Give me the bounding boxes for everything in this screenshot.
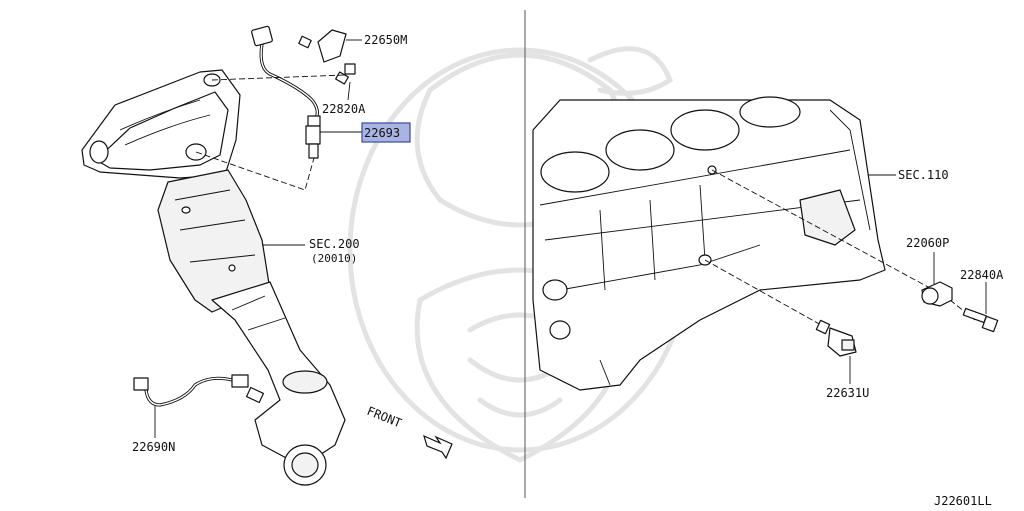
diagram-code: J22601LL (934, 494, 992, 508)
guide-line (949, 299, 976, 321)
label-22650m[interactable]: 22650M (364, 33, 407, 47)
exhaust-pipe (211, 281, 346, 486)
label-22820a[interactable]: 22820A (322, 102, 366, 116)
engine-block (532, 96, 886, 391)
leader-22820a (347, 81, 351, 101)
knock-sensor-22060p (921, 281, 953, 307)
label-22631u[interactable]: 22631U (826, 386, 869, 400)
bolt-22820a (335, 63, 356, 85)
bracket-22650m (298, 29, 347, 63)
front-arrow-icon (423, 434, 453, 460)
label-sec110[interactable]: SEC.110 (898, 168, 949, 182)
temperature-sensor-22631u (815, 319, 857, 357)
highlight-22693[interactable] (361, 122, 411, 143)
label-22693[interactable]: 22693 (364, 126, 400, 140)
guide-line (211, 74, 346, 81)
label-sec200[interactable]: SEC.200 (309, 237, 360, 251)
guide-line (711, 169, 931, 289)
upper-oxygen-sensor (251, 25, 321, 159)
label-front: FRONT (365, 404, 404, 431)
label-22690n[interactable]: 22690N (132, 440, 175, 454)
label-22060p[interactable]: 22060P (906, 236, 949, 250)
guide-line (195, 151, 315, 191)
guide-line (704, 259, 831, 331)
lower-oxygen-sensor (133, 374, 265, 407)
label-sec200-sub: (20010) (311, 252, 357, 265)
label-22840a[interactable]: 22840A (960, 268, 1004, 282)
exhaust-manifold (81, 69, 241, 179)
bolt-22840a (962, 307, 999, 333)
front-direction-indicator: FRONT (365, 404, 453, 460)
